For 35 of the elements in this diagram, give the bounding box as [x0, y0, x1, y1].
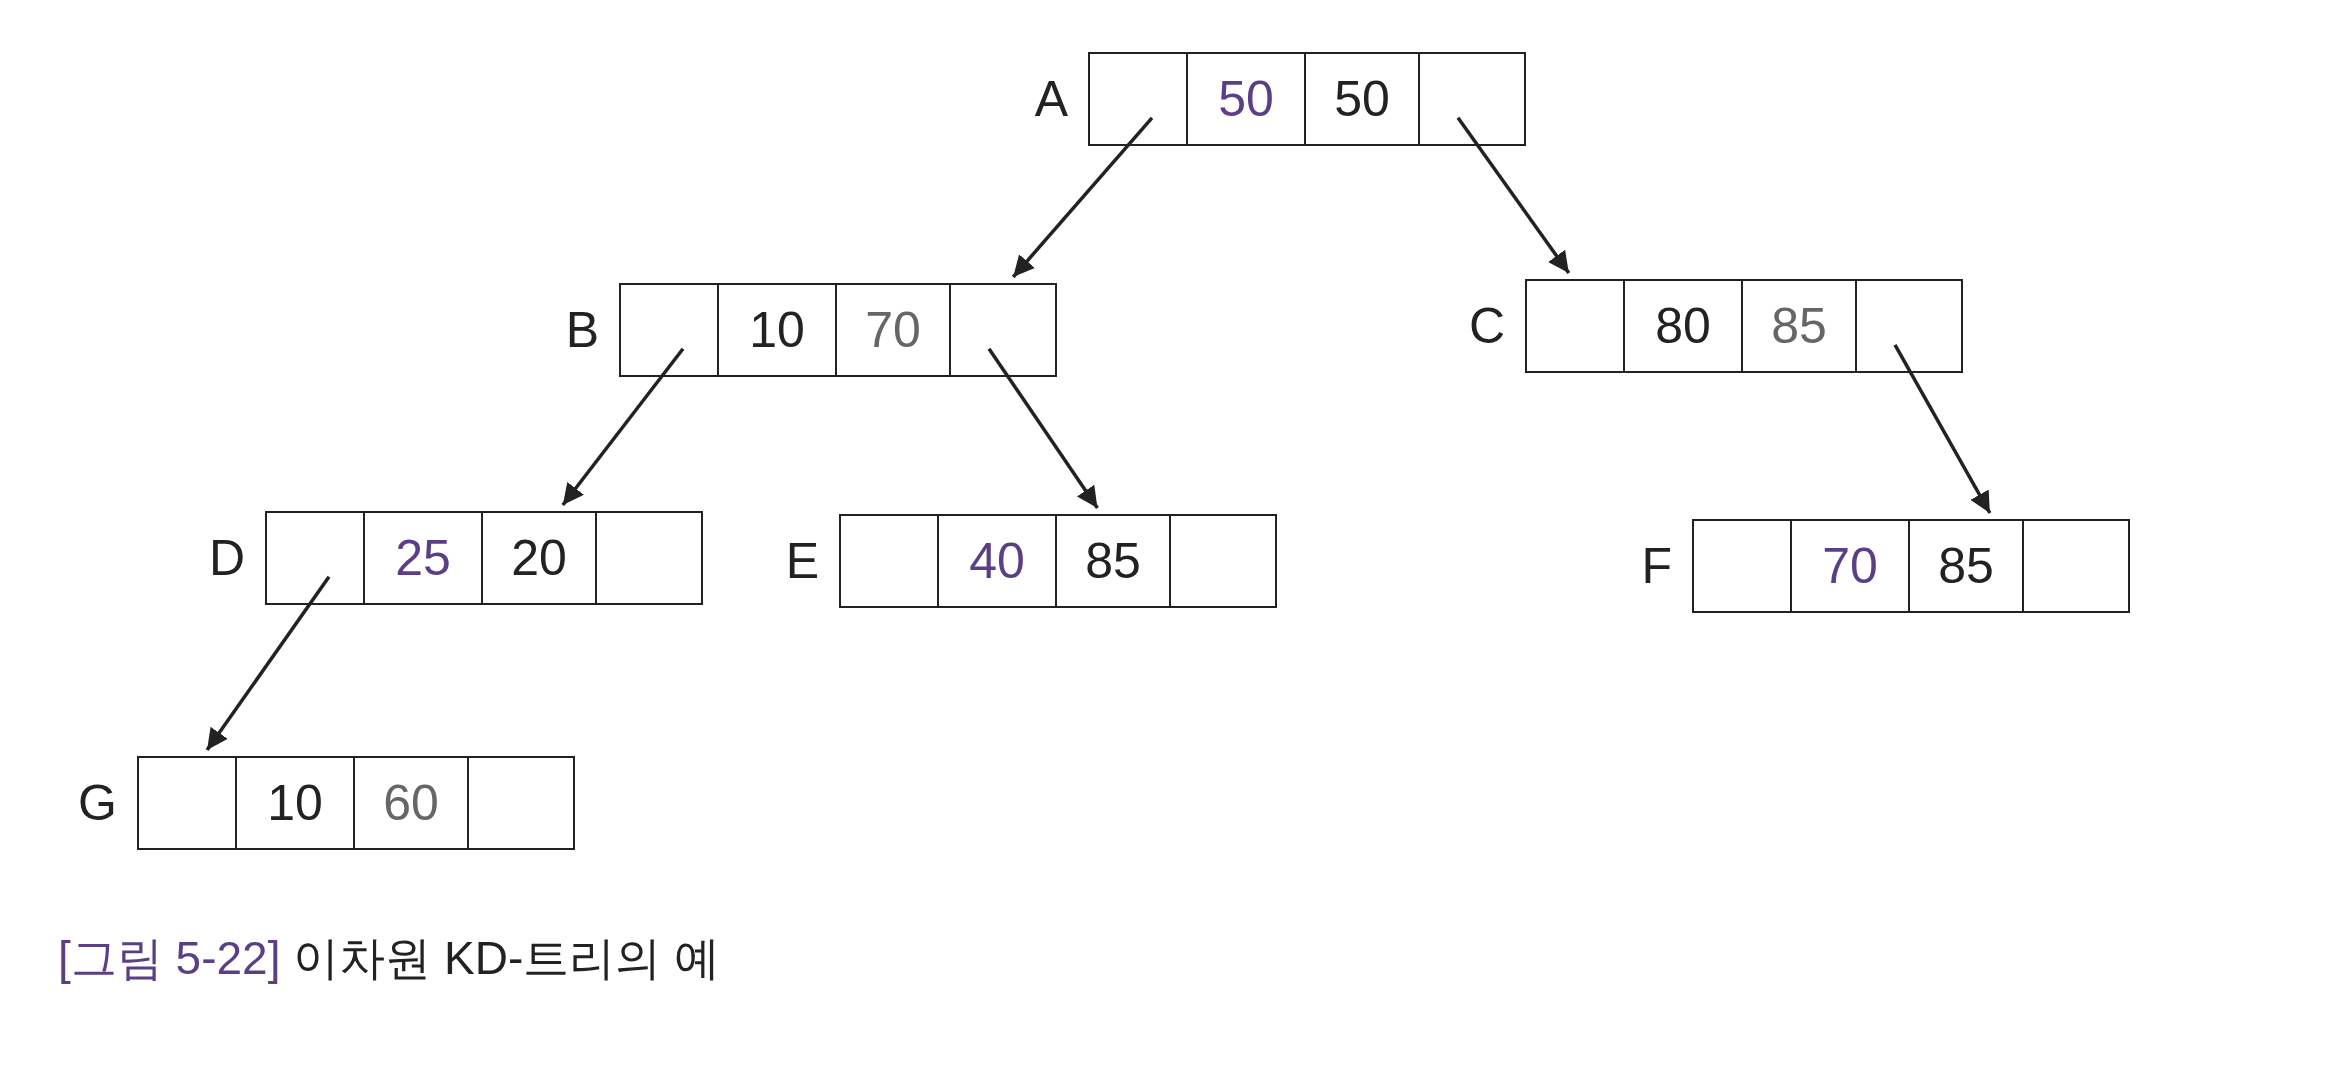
node-label: C: [1468, 301, 1505, 351]
value-cell: 25: [363, 511, 483, 605]
record-box: [619, 283, 1057, 377]
record-box: [137, 756, 575, 850]
value-cell: 70: [835, 283, 951, 377]
record-box: [1525, 279, 1963, 373]
value-cell: 70: [1790, 519, 1910, 613]
node-label: F: [1641, 541, 1672, 591]
arrow: [561, 347, 685, 507]
node-label: G: [78, 778, 117, 828]
arrow: [987, 347, 1099, 509]
value-cell: 40: [937, 514, 1057, 608]
record-box: [1088, 52, 1526, 146]
node-label: B: [565, 305, 599, 355]
value-cell: 80: [1623, 279, 1743, 373]
arrow: [1456, 116, 1571, 274]
record-box: [839, 514, 1277, 608]
figure-caption: [그림 5-22] 이차원 KD-트리의 예: [58, 931, 720, 986]
record-box: [1692, 519, 2130, 613]
node-label: D: [208, 533, 245, 583]
record-box: [265, 511, 703, 605]
arrow: [205, 575, 331, 751]
arrow: [1893, 343, 1992, 514]
value-cell: 50: [1186, 52, 1306, 146]
value-cell: 20: [481, 511, 597, 605]
value-cell: 85: [1908, 519, 2024, 613]
value-cell: 60: [353, 756, 469, 850]
value-cell: 10: [717, 283, 837, 377]
arrow: [1011, 116, 1154, 279]
value-cell: 50: [1304, 52, 1420, 146]
node-label: E: [785, 536, 819, 586]
node-label: A: [1034, 74, 1068, 124]
value-cell: 85: [1741, 279, 1857, 373]
value-cell: 85: [1055, 514, 1171, 608]
value-cell: 10: [235, 756, 355, 850]
